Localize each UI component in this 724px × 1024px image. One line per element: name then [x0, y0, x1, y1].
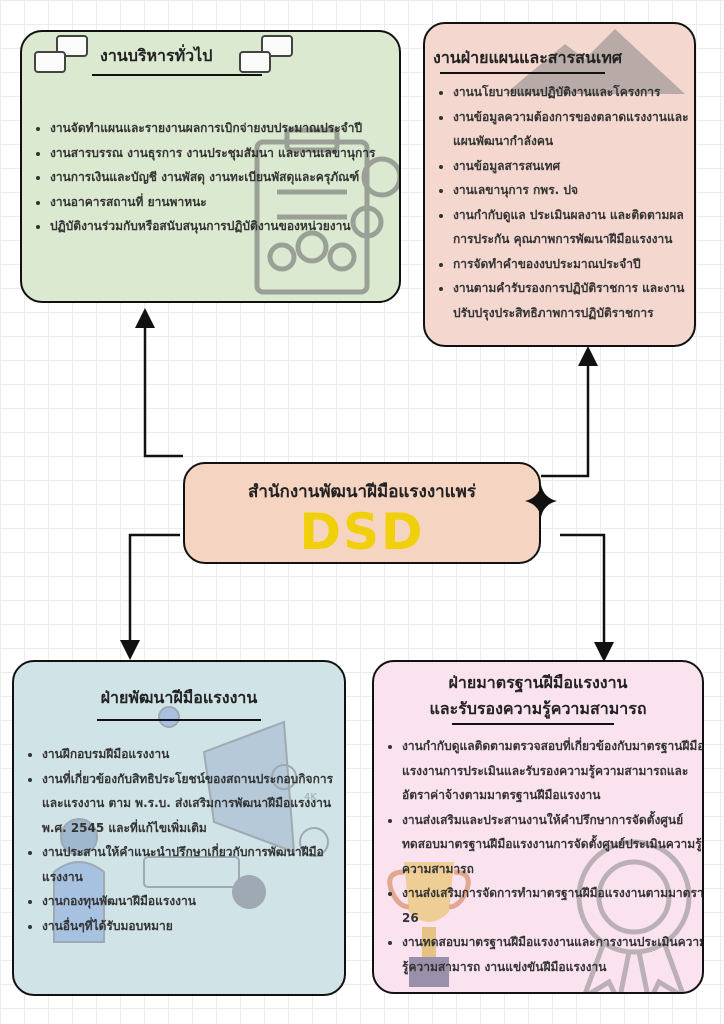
clipboard-team-icon — [254, 127, 399, 295]
standards-section: ฝ่ายมาตรฐานฝีมือแรงงาน และรับรองความรู้ค… — [372, 660, 704, 994]
list-item: งานข้อมูลสารสนเทศ — [453, 154, 694, 179]
list-item: ปฏิบัติงานร่วมกับหรือสนับสนุนการปฏิบัติง… — [50, 214, 375, 239]
list-item: การจัดทำคำของงบประมาณประจำปี — [453, 252, 694, 277]
standards-title-line2: และรับรองความรู้ความสามารถ — [429, 699, 647, 718]
list-item: งานฝึกอบรมฝีมือแรงงาน — [42, 742, 342, 767]
standards-title-line1: ฝ่ายมาตรฐานฝีมือแรงงาน — [448, 673, 628, 692]
list-item: งานกองทุนพัฒนาฝีมือแรงงาน — [42, 889, 342, 914]
office-center-node: สำนักงานพัฒนาฝีมือแรงงาแพร่ DSD — [183, 462, 541, 564]
list-item: งานอื่นๆที่ได้รับมอบหมาย — [42, 914, 342, 939]
arrow-to-development — [120, 533, 180, 660]
award-ribbon-icon — [576, 839, 692, 992]
list-item: งานเลขานุการ กพร. ปจ — [453, 178, 694, 203]
planning-section: งานฝ่ายแผนและสารสนเทศ งานนโยบายแผนปฏิบัต… — [423, 22, 696, 347]
list-item: งานอาคารสถานที่ ยานพาหนะ — [50, 190, 375, 215]
arrow-to-planning — [541, 346, 598, 478]
dsd-logo: DSD — [299, 503, 425, 561]
list-item: งานกำกับดูแลติดตามตรวจสอบที่เกี่ยวข้องกั… — [402, 734, 702, 808]
arrow-to-admin — [135, 308, 183, 458]
list-item: งานข้อมูลความต้องการของตลาดแรงงานและแผนพ… — [453, 105, 694, 154]
views-badge: 4K — [304, 792, 317, 803]
development-task-list: งานฝึกอบรมฝีมือแรงงาน งานที่เกี่ยวข้องกั… — [14, 742, 342, 938]
list-item: งานประสานให้คำแนะนำปรึกษาเกี่ยวกับการพัฒ… — [42, 840, 342, 889]
title-underline — [452, 723, 614, 725]
arrow-to-standards — [560, 533, 614, 662]
standards-task-list: งานกำกับดูแลติดตามตรวจสอบที่เกี่ยวข้องกั… — [374, 734, 702, 979]
standards-title: ฝ่ายมาตรฐานฝีมือแรงงาน และรับรองความรู้ค… — [374, 670, 702, 722]
title-underline — [97, 719, 261, 721]
admin-title: งานบริหารทั่วไป — [100, 46, 213, 65]
development-section: 4K ฝ่ายพัฒนาฝีมือแรงงาน งานฝึกอบรมฝีมือแ… — [12, 660, 346, 996]
planning-task-list: งานนโยบายแผนปฏิบัติงานและโครงการ งานข้อม… — [425, 80, 694, 325]
chat-bubbles-icon — [239, 35, 293, 73]
admin-task-list: งานจัดทำแผนและรายงานผลการเบิกจ่ายงบประมา… — [22, 116, 375, 239]
list-item: งานกำกับดูแล ประเมินผลงาน และติดตามผลการ… — [453, 203, 694, 252]
office-name: สำนักงานพัฒนาฝีมือแรงงาแพร่ — [248, 482, 476, 502]
list-item: งานการเงินและบัญชี งานพัสดุ งานทะเบียนพั… — [50, 165, 375, 190]
list-item: งานส่งเสริมการจัดการทำมาตรฐานฝีมือแรงงาน… — [402, 881, 702, 930]
sparkle-icon — [525, 485, 557, 517]
admin-section: งานบริหารทั่วไป งานจัดทำแผนและรายงานผลกา… — [20, 30, 401, 303]
list-item: งานนโยบายแผนปฏิบัติงานและโครงการ — [453, 80, 694, 105]
mountain-icon — [505, 29, 685, 94]
list-item: งานส่งเสริมและประสานงานให้คำปรึกษาการจัด… — [402, 808, 702, 882]
development-title: ฝ่ายพัฒนาฝีมือแรงงาน — [100, 688, 258, 707]
title-underline — [92, 74, 262, 76]
list-item: งานตามคำรับรองการปฏิบัติราชการ และงานปรั… — [453, 276, 694, 325]
list-item: งานทดสอบมาตรฐานฝีมือแรงงานและการงานประเม… — [402, 930, 702, 979]
list-item: งานสารบรรณ งานธุรการ งานประชุมสัมนา และง… — [50, 141, 375, 166]
list-item: งานจัดทำแผนและรายงานผลการเบิกจ่ายงบประมา… — [50, 116, 375, 141]
trophy-icon — [387, 862, 471, 987]
list-item: งานที่เกี่ยวข้องกับสิทธิประโยชน์ของสถานป… — [42, 767, 342, 841]
megaphone-people-illustration: 4K — [53, 706, 329, 943]
title-underline — [440, 72, 605, 74]
chat-bubbles-icon — [34, 35, 88, 73]
planning-title: งานฝ่ายแผนและสารสนเทศ — [433, 48, 623, 67]
